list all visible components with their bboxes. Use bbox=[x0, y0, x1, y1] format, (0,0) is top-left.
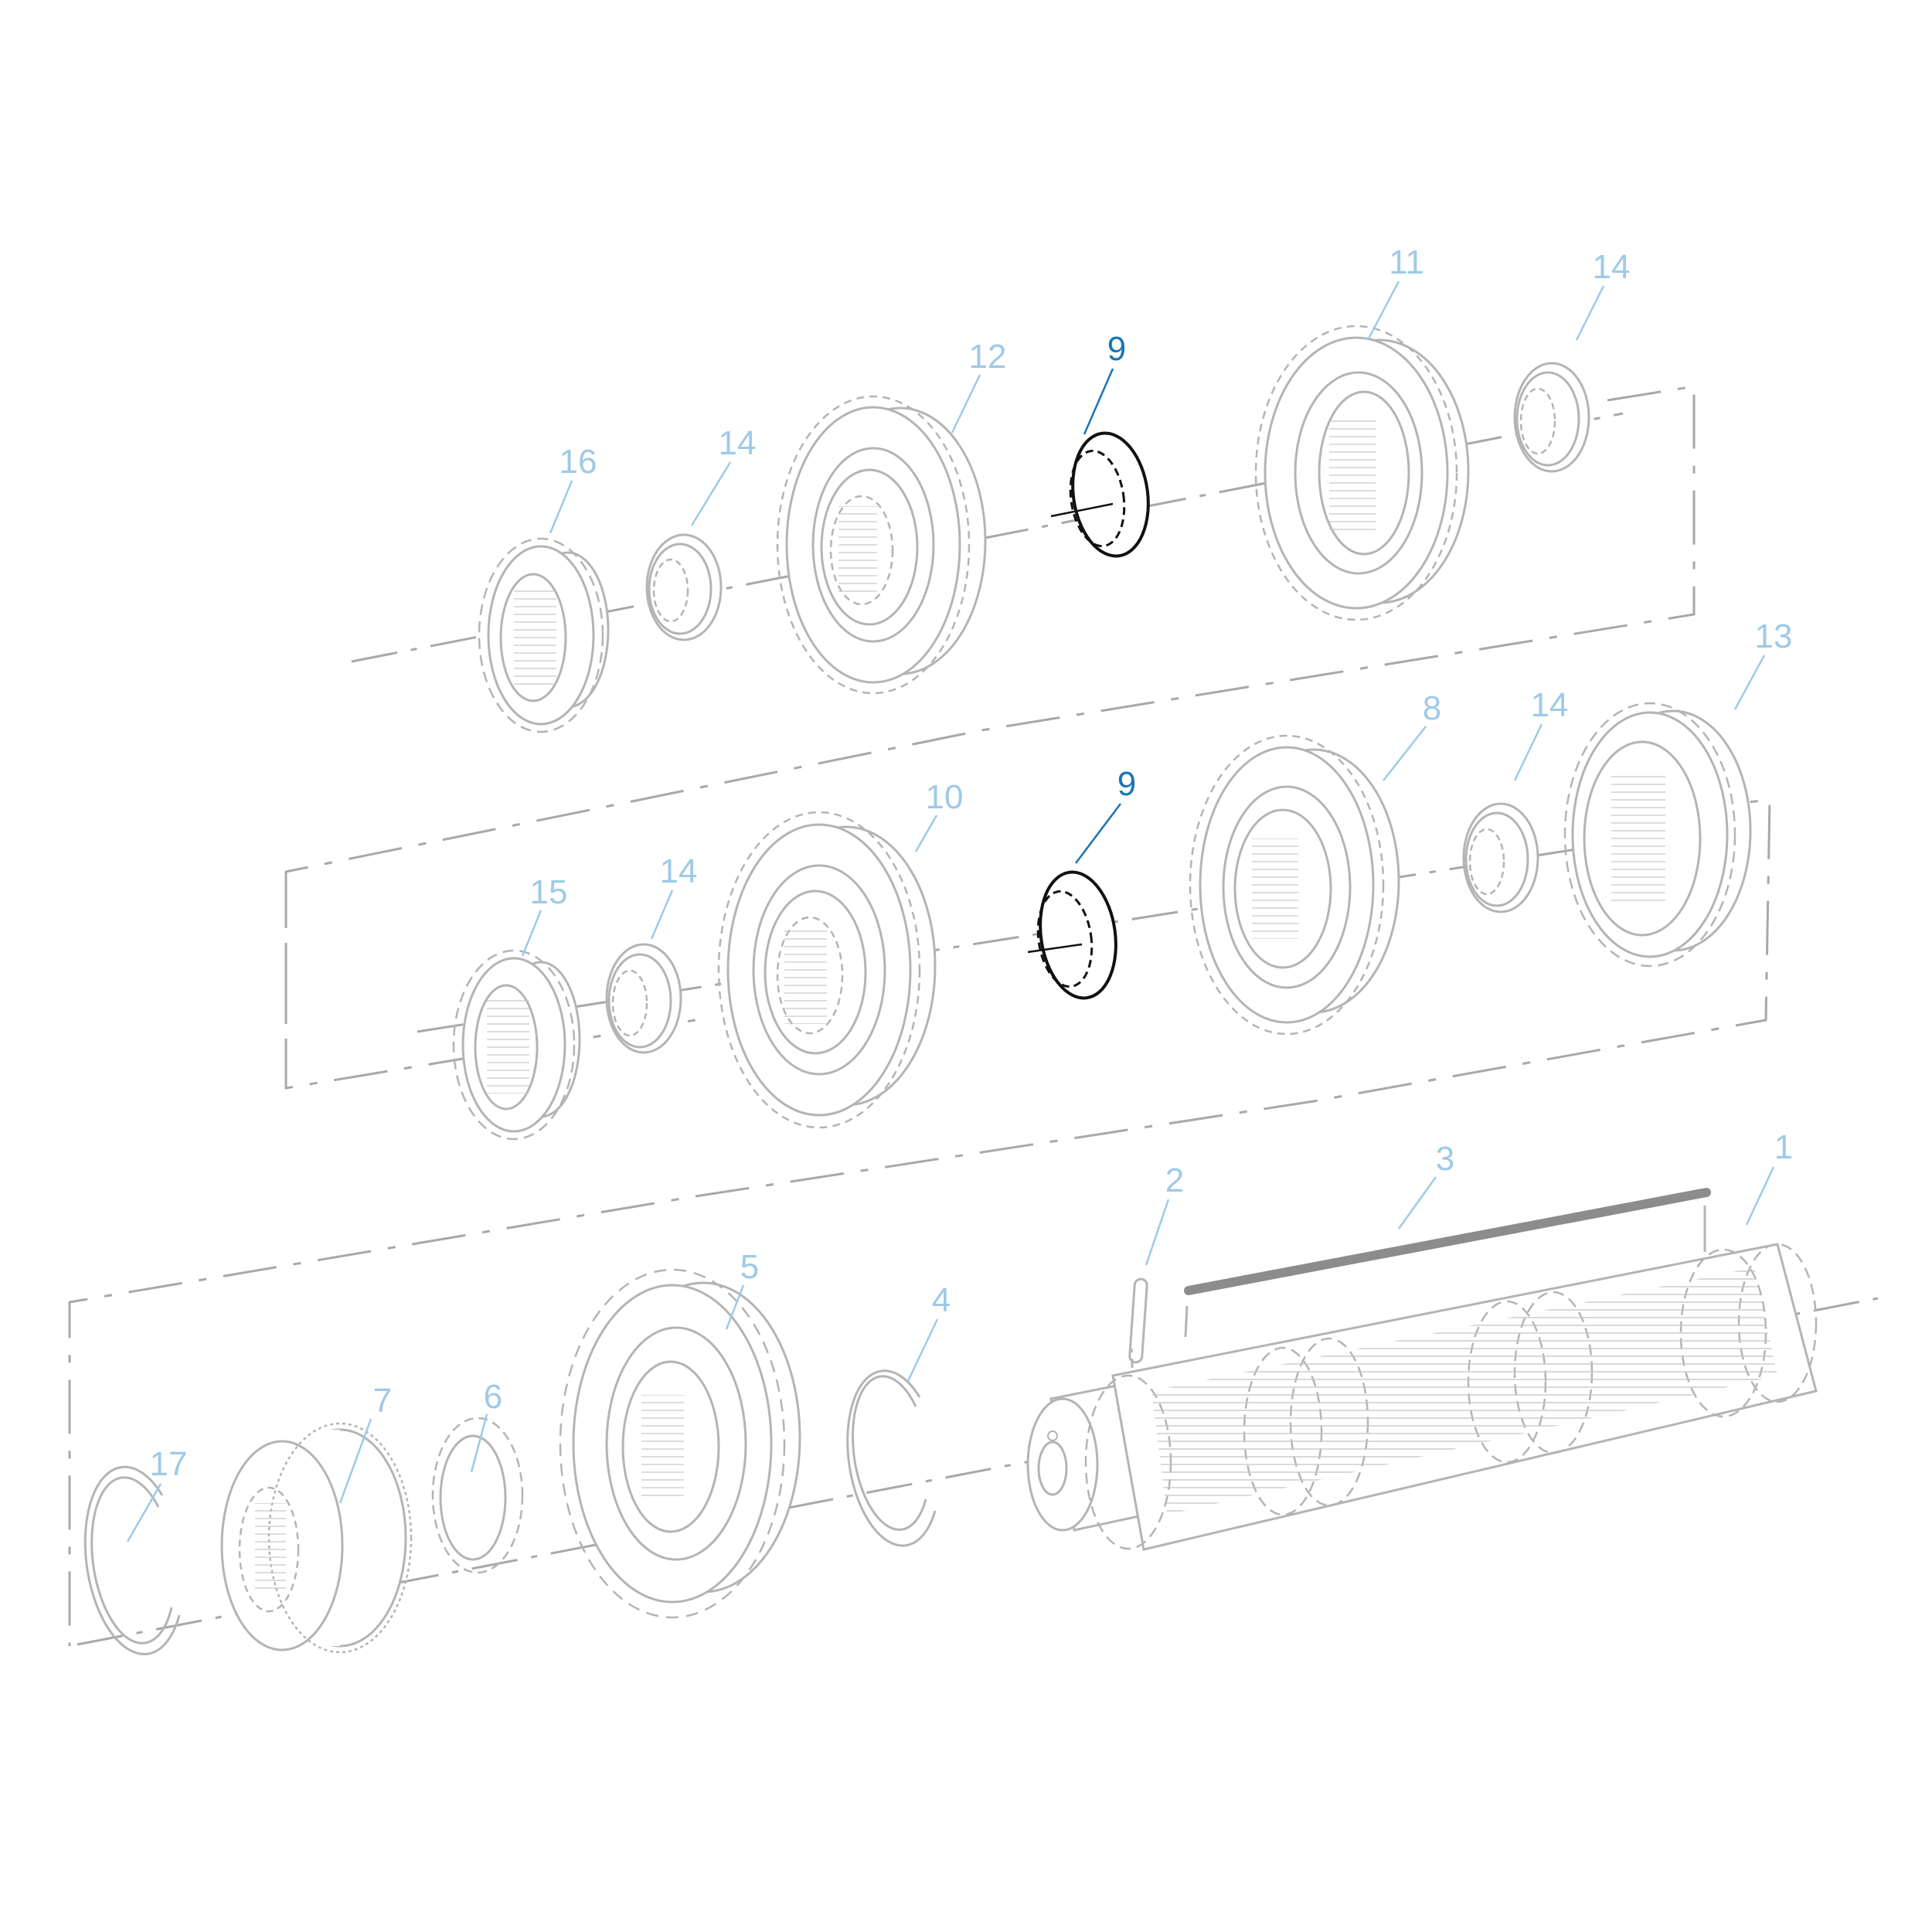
part-1-main-shaft[interactable] bbox=[1026, 1243, 1818, 1551]
part-16-sync-hub[interactable] bbox=[478, 537, 610, 733]
callout-9-upper[interactable]: 9 bbox=[1107, 330, 1127, 368]
part-6-spline-washer[interactable] bbox=[431, 1417, 524, 1574]
part-11-gear[interactable] bbox=[1254, 325, 1470, 621]
callout-14-b[interactable]: 14 bbox=[1592, 248, 1631, 286]
callout-2[interactable]: 2 bbox=[1165, 1162, 1185, 1199]
part-10-gear[interactable] bbox=[717, 811, 937, 1129]
callout-7[interactable]: 7 bbox=[372, 1382, 393, 1420]
callout-9-middle[interactable]: 9 bbox=[1117, 765, 1137, 803]
callout-10[interactable]: 10 bbox=[925, 778, 964, 816]
callout-12[interactable]: 12 bbox=[968, 338, 1007, 376]
callout-16[interactable]: 16 bbox=[559, 443, 597, 481]
callout-15[interactable]: 15 bbox=[529, 873, 568, 911]
axis-middle bbox=[417, 833, 1670, 1033]
part-15-sync-hub[interactable] bbox=[452, 949, 581, 1141]
leader-lines bbox=[126, 281, 1775, 1543]
callout-8[interactable]: 8 bbox=[1422, 689, 1442, 727]
part-2-pin[interactable] bbox=[1128, 1277, 1148, 1384]
callout-5[interactable]: 5 bbox=[740, 1248, 760, 1286]
callout-3[interactable]: 3 bbox=[1435, 1140, 1455, 1178]
part-14-washer-c[interactable] bbox=[605, 943, 682, 1054]
part-14-washer-d[interactable] bbox=[1462, 802, 1539, 913]
callout-17[interactable]: 17 bbox=[149, 1445, 188, 1483]
callout-4[interactable]: 4 bbox=[931, 1281, 951, 1319]
callout-14-d[interactable]: 14 bbox=[1530, 686, 1569, 724]
part-3-rod[interactable] bbox=[1184, 1188, 1711, 1338]
callout-1[interactable]: 1 bbox=[1774, 1128, 1794, 1166]
callout-13[interactable]: 13 bbox=[1754, 617, 1793, 655]
frame-middle-right bbox=[68, 798, 1771, 1646]
part-5-gear[interactable] bbox=[559, 1268, 801, 1619]
callout-11[interactable]: 11 bbox=[1389, 243, 1424, 281]
part-7-coupling-sleeve[interactable] bbox=[220, 1422, 413, 1654]
part-14-washer-b[interactable] bbox=[1513, 362, 1590, 473]
part-17-snap-ring[interactable] bbox=[83, 1465, 181, 1655]
part-9-thrust-washer-middle[interactable] bbox=[1027, 867, 1124, 1003]
part-9-thrust-washer-upper[interactable] bbox=[1050, 428, 1156, 561]
part-4-snap-ring[interactable] bbox=[846, 1369, 937, 1547]
part-13-sync-ring[interactable] bbox=[1563, 702, 1752, 968]
callout-14-c[interactable]: 14 bbox=[659, 852, 698, 890]
part-14-washer-a[interactable] bbox=[645, 533, 723, 641]
part-8-gear[interactable] bbox=[1189, 734, 1400, 1036]
callout-14-a[interactable]: 14 bbox=[718, 424, 757, 462]
part-12-gear[interactable] bbox=[776, 395, 987, 695]
callout-6[interactable]: 6 bbox=[483, 1378, 503, 1416]
